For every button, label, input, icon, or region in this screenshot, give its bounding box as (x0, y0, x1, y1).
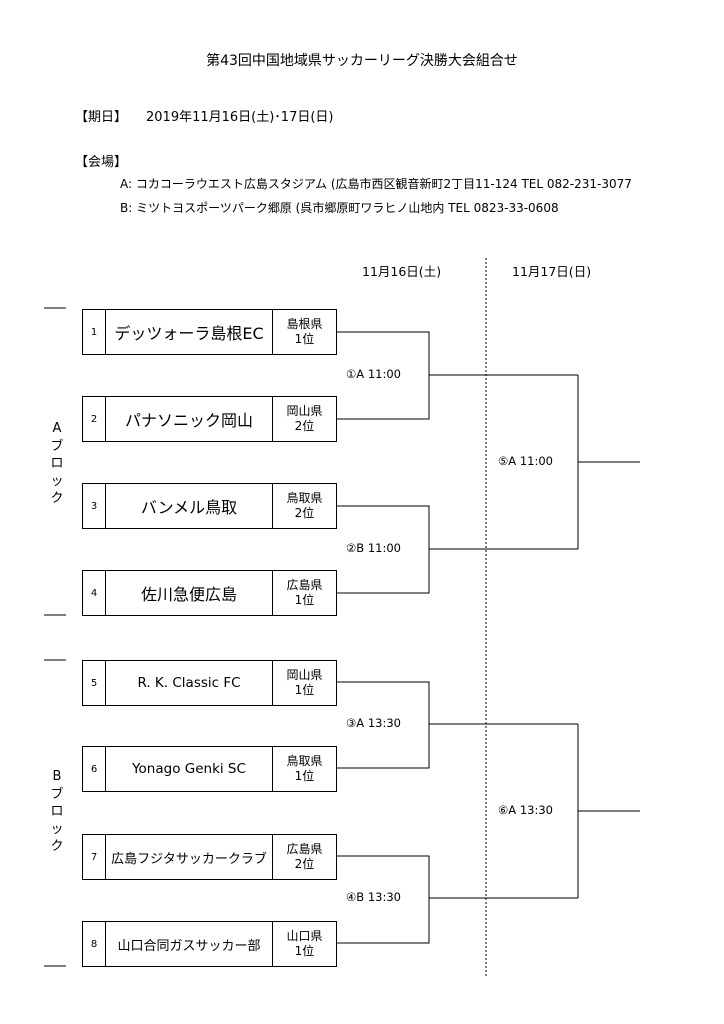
team-pref: 岡山県 (286, 668, 323, 682)
team-pref: 島根県 (286, 317, 323, 331)
page-title: 第43回中国地域県サッカーリーグ決勝大会組合せ (206, 53, 518, 69)
match-label-1: ①A 11:00 (346, 367, 401, 381)
team-rank: 2位 (294, 506, 315, 520)
team-number: 2 (83, 397, 106, 441)
match-label-3: ③A 13:30 (346, 716, 401, 730)
team-rank: 1位 (294, 332, 315, 346)
venue-label: 【会場】 (75, 155, 128, 170)
team-rank: 1位 (294, 769, 315, 783)
team-name: デッツォーラ島根EC (106, 310, 273, 354)
venue-a: A: コカコーラウエスト広島スタジアム (広島市西区観音新町2丁目11-124 … (120, 177, 632, 191)
team-rank: 1位 (294, 683, 315, 697)
match-label-2: ②B 11:00 (346, 541, 401, 555)
match-label-5: ⑤A 11:00 (498, 454, 553, 468)
team-pref: 山口県 (286, 929, 323, 943)
team-name: R. K. Classic FC (106, 661, 273, 705)
team-name: Yonago Genki SC (106, 747, 273, 791)
date-value: 2019年11月16日(土)･17日(日) (146, 110, 334, 125)
team-rank: 2位 (294, 419, 315, 433)
match-label-4: ④B 13:30 (346, 890, 401, 904)
team-pref: 岡山県 (286, 404, 323, 418)
team-pref: 鳥取県 (286, 754, 323, 768)
team-pref: 広島県 (286, 578, 323, 592)
date-label: 【期日】 (75, 110, 128, 125)
team-number: 6 (83, 747, 106, 791)
match-label-6: ⑥A 13:30 (498, 803, 553, 817)
day-1-header: 11月16日(土) (362, 264, 442, 279)
team-number: 5 (83, 661, 106, 705)
team-name: バンメル鳥取 (106, 484, 273, 528)
team-rank: 2位 (294, 857, 315, 871)
team-name: パナソニック岡山 (106, 397, 273, 441)
team-pref: 広島県 (286, 842, 323, 856)
venue-b: B: ミツトヨスポーツパーク郷原 (呉市郷原町ワラヒノ山地内 TEL 0823-… (120, 201, 559, 215)
team-number: 3 (83, 484, 106, 528)
team-name: 佐川急便広島 (106, 571, 273, 615)
team-number: 7 (83, 835, 106, 879)
team-rank: 1位 (294, 944, 315, 958)
team-number: 8 (83, 922, 106, 966)
team-number: 4 (83, 571, 106, 615)
team-rank: 1位 (294, 593, 315, 607)
team-name: 山口合同ガスサッカー部 (106, 922, 273, 966)
team-number: 1 (83, 310, 106, 354)
day-2-header: 11月17日(日) (512, 264, 592, 279)
team-name: 広島フジタサッカークラブ (106, 835, 273, 879)
team-pref: 鳥取県 (286, 491, 323, 505)
